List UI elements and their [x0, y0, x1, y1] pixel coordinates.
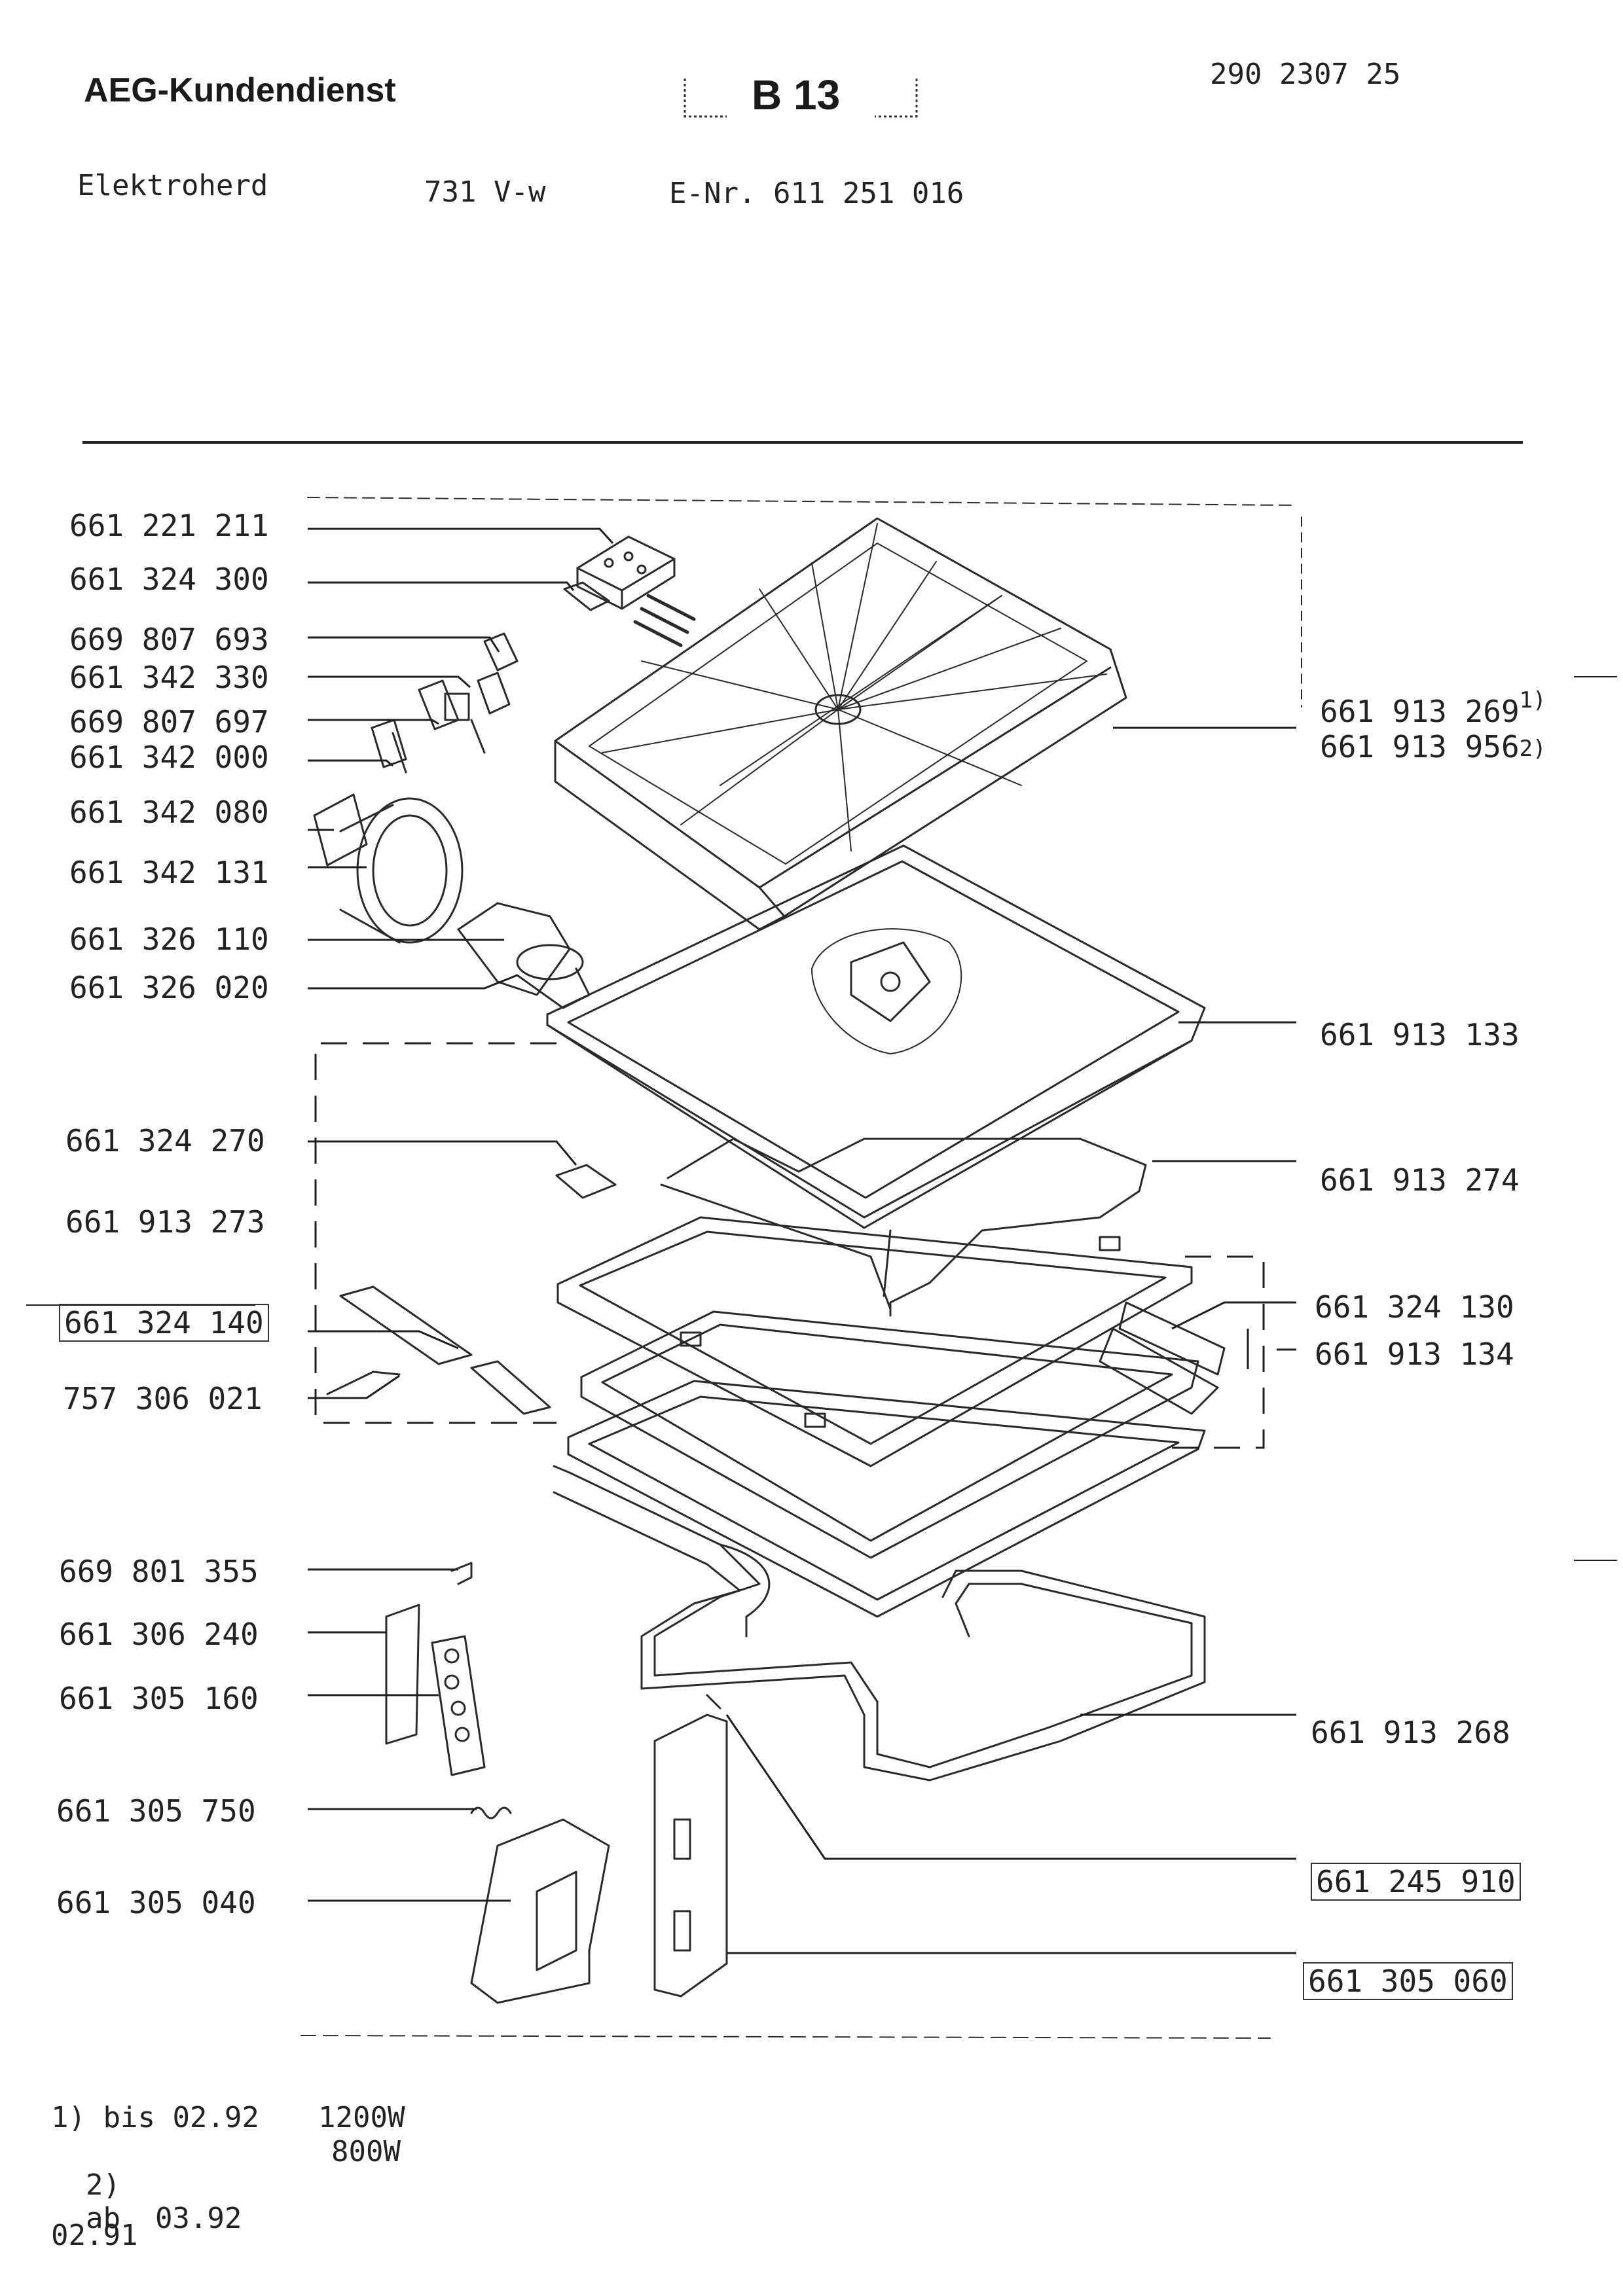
footnote-2-power: 800W — [331, 2135, 401, 2168]
leader-lines — [308, 528, 1296, 1954]
sheet-code: B 13 — [752, 71, 841, 118]
header-divider — [82, 441, 1523, 444]
part-number-757-306-021: 757 306 021 — [63, 1381, 263, 1416]
part-number-661-913-956: 661 913 9562) — [1320, 729, 1546, 764]
part-number-661-324-270: 661 324 270 — [65, 1123, 265, 1158]
top-heating-coil — [660, 1138, 1147, 1317]
footnote-1-power: 1200W — [318, 2101, 405, 2134]
footnote-1-mark: 1) — [51, 2101, 86, 2134]
part-number-661-342-000: 661 342 000 — [69, 740, 269, 775]
part-number-661-913-268: 661 913 268 — [1311, 1715, 1510, 1750]
side-rails — [326, 1285, 1226, 1415]
part-number-661-913-274: 661 913 274 — [1320, 1162, 1520, 1198]
lamp-socket — [470, 1818, 610, 2004]
footnote-2: 2) ab 03.92 — [51, 2135, 242, 2235]
part-number-669-807-693: 669 807 693 — [69, 622, 269, 657]
part-number-661-324-300: 661 324 300 — [69, 562, 269, 597]
part-number-661-306-240: 661 306 240 — [59, 1617, 259, 1652]
brand-title: AEG-Kundendienst — [84, 71, 396, 109]
part-number-661-305-040: 661 305 040 — [56, 1885, 256, 1920]
part-number-661-245-910: 661 245 910 — [1311, 1863, 1521, 1901]
model-name: 731 V-w — [424, 175, 546, 209]
part-number-661-913-273: 661 913 273 — [65, 1204, 265, 1240]
sheet-bracket-icon — [684, 79, 918, 118]
part-number-661-342-330: 661 342 330 — [69, 660, 269, 695]
group-brackets — [314, 1042, 1265, 1449]
hob-top-panel — [554, 517, 1127, 931]
bottom-heating-element — [553, 1465, 1206, 1782]
spring-part — [470, 1806, 512, 1820]
part-number-661-305-060: 661 305 060 — [1303, 1962, 1513, 2000]
footnote-1-text: bis 02.92 — [103, 2101, 259, 2134]
switch-contacts — [371, 632, 519, 774]
part-number-661-913-269-label: 661 913 269 — [1320, 694, 1520, 729]
bracket-part — [385, 1604, 420, 1745]
part-number-661-305-060-label: 661 305 060 — [1303, 1962, 1513, 2000]
footnote-2-mark: 2) — [85, 2168, 120, 2202]
middle-panels — [556, 1216, 1206, 1618]
part-number-661-913-133: 661 913 133 — [1320, 1017, 1520, 1052]
shelf-support — [431, 1635, 486, 1776]
part-number-661-326-110: 661 326 110 — [69, 922, 269, 957]
part-number-669-807-697: 669 807 697 — [69, 704, 269, 740]
part-number-661-326-020: 661 326 020 — [69, 970, 269, 1005]
sheet-code-box: B 13 — [681, 71, 923, 122]
base-tray — [546, 844, 1206, 1229]
part-number-661-305-750: 661 305 750 — [56, 1793, 256, 1829]
footnote-ref-2: 2) — [1519, 736, 1546, 762]
part-number-661-305-160: 661 305 160 — [59, 1681, 259, 1716]
e-number: E-Nr. 611 251 016 — [669, 177, 964, 210]
clip-part — [555, 1164, 617, 1199]
part-number-661-324-140: 661 324 140 — [59, 1304, 269, 1342]
document-number: 290 2307 25 — [1210, 58, 1401, 91]
thermostat-housing — [313, 793, 591, 1009]
part-number-661-342-080: 661 342 080 — [69, 795, 269, 830]
part-number-661-913-956-label: 661 913 956 — [1320, 729, 1520, 764]
terminal-block — [563, 535, 696, 647]
footnote-1: 1) bis 02.92 — [51, 2101, 259, 2134]
part-number-661-913-134: 661 913 134 — [1315, 1336, 1514, 1372]
appliance-type: Elektroherd — [77, 169, 268, 202]
part-number-661-342-131: 661 342 131 — [69, 855, 269, 890]
footnote-ref-1: 1) — [1519, 687, 1546, 713]
oven-side-wall — [653, 1694, 728, 1998]
part-number-661-324-130: 661 324 130 — [1315, 1289, 1514, 1325]
part-number-661-913-269: 661 913 2691) — [1320, 687, 1546, 729]
part-number-661-324-140-label: 661 324 140 — [59, 1304, 269, 1342]
part-number-661-245-910-label: 661 245 910 — [1311, 1863, 1521, 1901]
date-code: 02.91 — [51, 2219, 138, 2252]
screw-part — [450, 1562, 473, 1585]
footnote-2-text: ab 03.92 — [85, 2202, 242, 2235]
part-number-669-801-355: 669 801 355 — [59, 1554, 259, 1589]
part-number-661-221-211: 661 221 211 — [69, 508, 269, 543]
